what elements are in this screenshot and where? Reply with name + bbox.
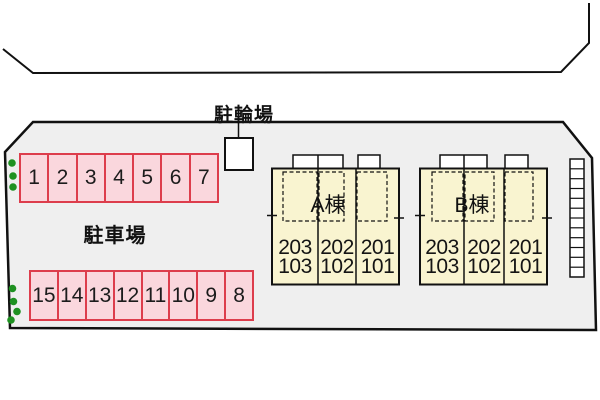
car-parking-label: 駐車場 (83, 225, 147, 247)
building-a-unit-col-2: 202 102 (318, 237, 356, 277)
unit-number: 101 (508, 255, 543, 278)
unit-number: 102 (320, 255, 354, 278)
unit-number: 103 (425, 255, 459, 278)
unit-number: 103 (278, 255, 312, 278)
building-a-entry-dashed-1 (282, 171, 318, 222)
building-b-entry-dashed-3 (504, 171, 534, 222)
building-a-name: A棟 (310, 194, 346, 217)
parking-space: 13 (87, 272, 115, 319)
unit-number: 203 (425, 235, 459, 259)
building-a-entry-dashed-3 (356, 171, 388, 222)
bicycle-area-box (224, 137, 254, 171)
tree-dot (9, 183, 17, 191)
tree-dot (8, 284, 17, 293)
building-a-outline (271, 167, 400, 286)
parking-space: 7 (197, 166, 210, 189)
road-outline (2, 3, 590, 75)
building-b-entry-dashed-2 (464, 171, 495, 222)
parking-space: 11 (143, 272, 171, 319)
shrub-dots-lower (7, 284, 21, 324)
parking-space: 12 (115, 272, 143, 319)
tree-dot (9, 172, 17, 180)
parking-space: 9 (198, 272, 227, 319)
unit-number: 203 (278, 235, 312, 259)
tree-dot (7, 316, 15, 324)
unit-number: 102 (467, 255, 501, 278)
unit-number: 201 (508, 235, 543, 259)
tree-dot (9, 297, 18, 306)
parking-row-bottom: 15 14 13 12 11 10 9 8 (29, 270, 254, 321)
parking-space: 5 (134, 155, 163, 201)
parking-space: 3 (78, 155, 106, 201)
building-b-name: B棟 (454, 194, 490, 217)
parking-space: 6 (162, 155, 191, 201)
building-a-unit-col-1: 203 103 (272, 237, 318, 277)
unit-number: 202 (467, 235, 501, 259)
shrub-dots-upper (8, 159, 17, 191)
building-b-unit-col-1: 203 103 (420, 237, 464, 277)
unit-number: 101 (360, 255, 395, 278)
building-b-outline (419, 167, 548, 286)
stairs-icon (569, 158, 585, 278)
building-b-entry-dashed-1 (431, 171, 464, 222)
tree-dot (13, 307, 21, 316)
building-b-unit-col-2: 202 102 (464, 237, 504, 277)
parking-space: 1 (21, 155, 50, 201)
parking-space: 14 (59, 272, 87, 319)
parking-space: 10 (170, 272, 199, 319)
building-a-entry-dashed-2 (318, 171, 345, 222)
bicycle-parking-label: 駐輪場 (213, 105, 274, 126)
building-b-unit-col-3: 201 101 (504, 237, 547, 277)
parking-space: 4 (106, 155, 135, 201)
building-a-unit-col-3: 201 101 (356, 237, 399, 277)
parking-row-top: 1 2 3 4 5 6 7 (19, 153, 219, 203)
parking-space: 2 (49, 155, 78, 201)
parking-space: 15 (31, 272, 59, 319)
unit-number: 202 (320, 235, 354, 259)
parking-space: 8 (233, 283, 245, 307)
tree-dot (8, 159, 16, 167)
unit-number: 201 (360, 235, 395, 259)
